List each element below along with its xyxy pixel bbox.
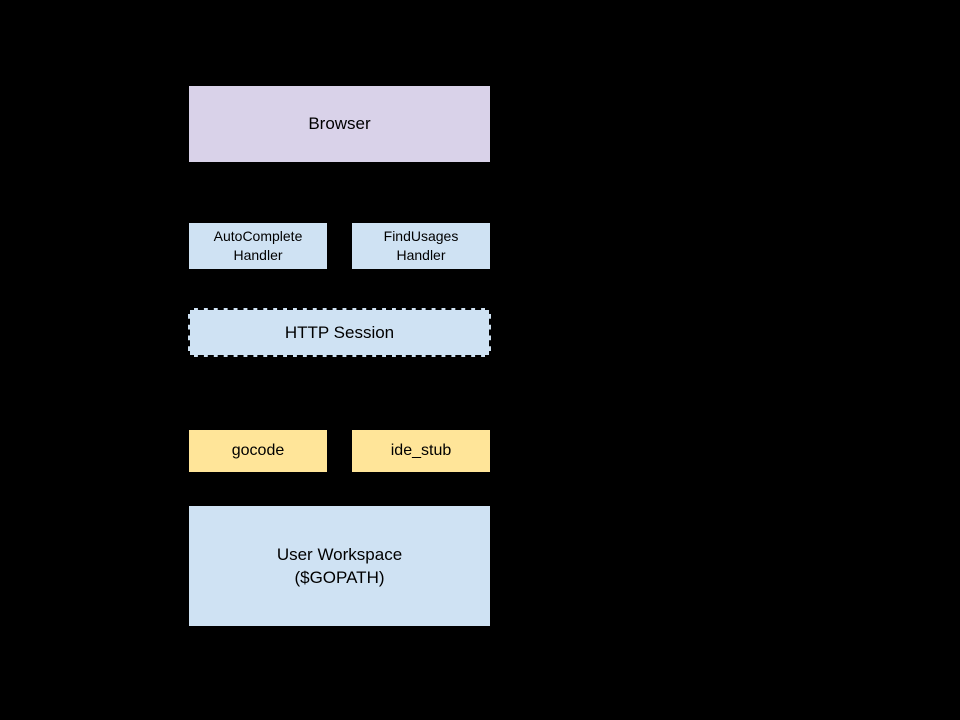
node-autocomplete-handler: AutoComplete Handler: [188, 222, 328, 270]
node-findusages-handler-line1: FindUsages: [383, 228, 459, 244]
node-autocomplete-handler-label: AutoComplete Handler: [214, 227, 303, 265]
node-user-workspace: User Workspace ($GOPATH): [188, 505, 491, 627]
node-findusages-handler-line2: Handler: [396, 247, 446, 263]
node-ide-stub: ide_stub: [351, 429, 491, 473]
node-user-workspace-line2: ($GOPATH): [294, 568, 385, 587]
node-ide-stub-label: ide_stub: [390, 442, 452, 459]
node-browser-label: Browser: [308, 114, 371, 133]
node-autocomplete-handler-line1: AutoComplete: [213, 228, 303, 244]
node-http-session-label: HTTP Session: [284, 322, 395, 342]
node-findusages-handler-label: FindUsages Handler: [384, 227, 459, 265]
node-browser: Browser: [188, 85, 491, 163]
node-autocomplete-handler-line2: Handler: [233, 247, 283, 263]
node-user-workspace-label: User Workspace ($GOPATH): [277, 543, 402, 589]
node-user-workspace-line1: User Workspace: [276, 545, 403, 564]
node-gocode: gocode: [188, 429, 328, 473]
node-findusages-handler: FindUsages Handler: [351, 222, 491, 270]
node-gocode-label: gocode: [231, 442, 285, 459]
node-http-session: HTTP Session: [188, 308, 491, 357]
